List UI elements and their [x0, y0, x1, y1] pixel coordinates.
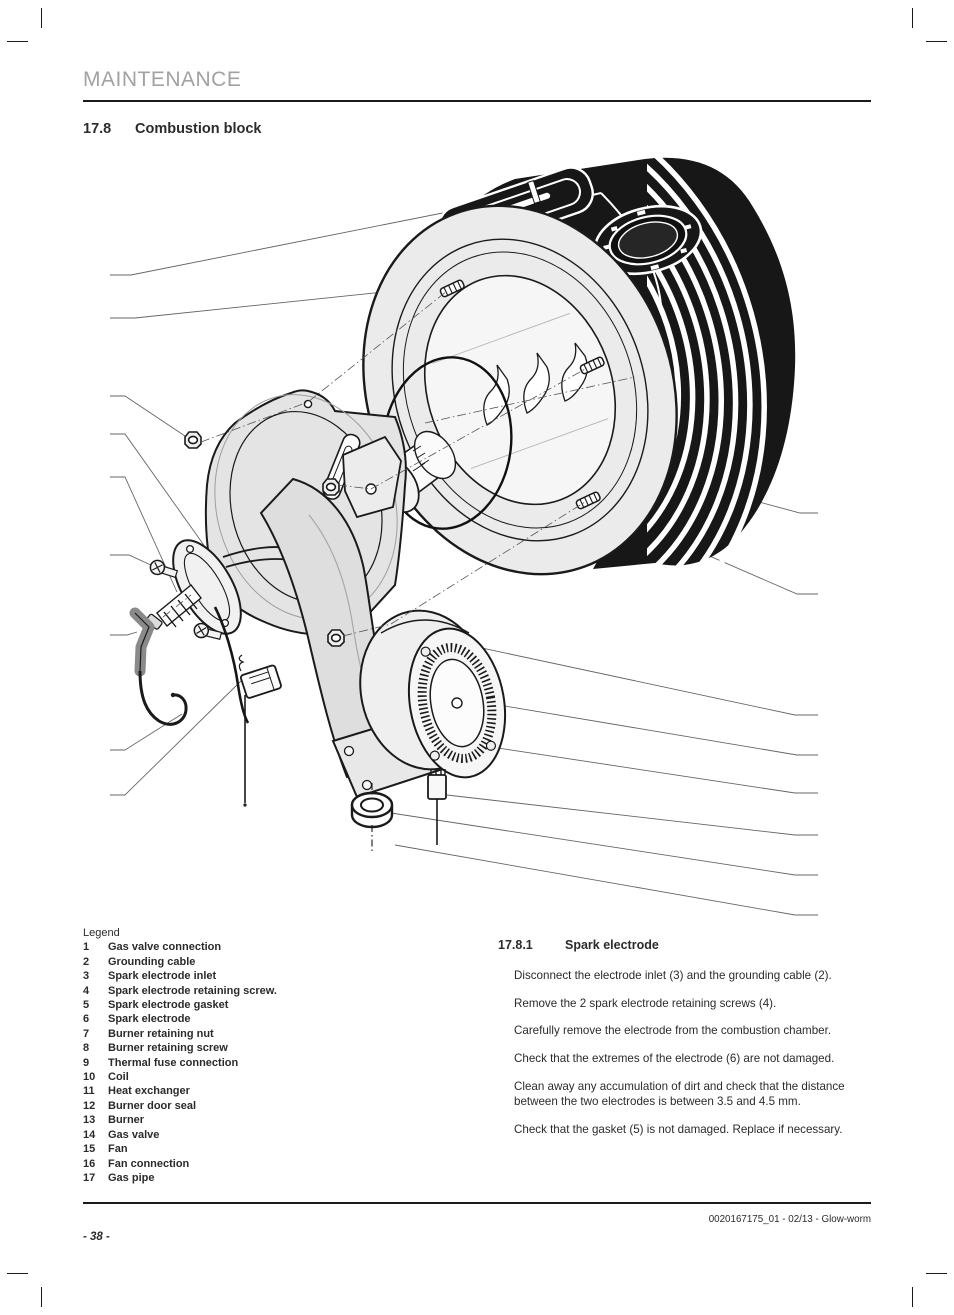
legend-item: 10 Coil — [83, 1070, 277, 1084]
legend-item: 6 Spark electrode — [83, 1012, 277, 1026]
electrode-insulator — [156, 583, 202, 628]
legend-item-number: 17 — [83, 1171, 96, 1184]
legend-item: 12 Burner door seal — [83, 1099, 277, 1113]
legend-item-number: 12 — [83, 1099, 96, 1112]
legend-title: Legend — [83, 927, 120, 939]
page-header-title: MAINTENANCE — [83, 68, 242, 91]
legend-item: 11 Heat exchanger — [83, 1084, 277, 1098]
subsection-title: Spark electrode — [565, 938, 659, 952]
legend-item-number: 2 — [83, 955, 90, 968]
legend-item-label: Spark electrode — [108, 1013, 191, 1026]
legend: Legend 1 Gas valve connection 2 Groundin… — [83, 926, 277, 1185]
instruction-paragraph: Disconnect the electrode inlet (3) and t… — [514, 969, 832, 982]
instruction-paragraph: Carefully remove the electrode from the … — [514, 1024, 832, 1038]
legend-item-number: 13 — [83, 1114, 96, 1127]
crop-mark-top-left-v — [41, 8, 42, 28]
legend-item: 2 Grounding cable — [83, 955, 277, 969]
footer-rule — [83, 1202, 871, 1204]
page-number: - 38 - — [83, 1231, 110, 1243]
legend-item-label: Gas pipe — [108, 1171, 155, 1184]
legend-item: 7 Burner retaining nut — [83, 1027, 277, 1041]
crop-mark-bottom-left-h — [7, 1273, 28, 1274]
legend-item-number: 10 — [83, 1071, 96, 1084]
legend-item-label: Spark electrode gasket — [108, 999, 229, 1012]
crop-mark-bottom-right-v — [912, 1287, 913, 1307]
legend-item-label: Heat exchanger — [108, 1085, 190, 1098]
crop-mark-top-right-h — [926, 41, 947, 42]
legend-item-label: Spark electrode retaining screw. — [108, 984, 277, 997]
legend-item: 3 Spark electrode inlet — [83, 969, 277, 983]
legend-item-number: 3 — [83, 970, 90, 983]
bracket — [342, 435, 402, 519]
fan-connection — [427, 769, 447, 845]
legend-item-label: Gas valve connection — [108, 941, 222, 954]
legend-item-label: Spark electrode inlet — [108, 970, 217, 983]
legend-item-label: Burner retaining screw — [108, 1042, 228, 1055]
cover-pin — [527, 179, 541, 205]
crop-mark-bottom-left-v — [41, 1287, 42, 1307]
legend-item: 4 Spark electrode retaining screw. — [83, 984, 277, 998]
ignition-cable — [129, 607, 188, 726]
legend-item: 17 Gas pipe — [83, 1171, 277, 1185]
instruction-paragraph: Check that the extremes of the electrode… — [514, 1052, 835, 1066]
legend-item-label: Fan connection — [108, 1157, 190, 1170]
assembly-axes — [162, 290, 588, 637]
thermal-fuse-connection — [238, 654, 282, 807]
legend-item-number: 1 — [83, 941, 90, 954]
instruction-paragraph: Clean away any accumulation of dirt and … — [514, 1079, 845, 1109]
legend-item-number: 15 — [83, 1143, 96, 1156]
legend-item: 16 Fan connection — [83, 1157, 277, 1171]
legend-item-label: Burner — [108, 1114, 145, 1127]
instruction-paragraph: Check that the gasket (5) is not damaged… — [514, 1122, 843, 1136]
combustion-chamber — [362, 204, 678, 576]
legend-item-label: Grounding cable — [108, 955, 196, 968]
legend-item-number: 16 — [83, 1157, 96, 1170]
legend-item-number: 5 — [83, 999, 90, 1012]
chamber-baffles — [483, 342, 588, 426]
document-reference: 0020167175_01 - 02/13 - Glow-worm — [708, 1214, 871, 1225]
section-title: Combustion block — [135, 121, 262, 137]
legend-item-label: Burner retaining nut — [108, 1027, 214, 1040]
legend-item: 9 Thermal fuse connection — [83, 1056, 277, 1070]
fan — [359, 609, 507, 779]
instruction-paragraph: Remove the 2 spark electrode retaining s… — [514, 996, 777, 1010]
legend-item-number: 6 — [83, 1013, 90, 1026]
section-heading: 17.8 Combustion block — [83, 121, 261, 137]
crop-mark-top-left-h — [7, 41, 28, 42]
legend-item-number: 11 — [83, 1085, 95, 1098]
combustion-block-figure — [110, 155, 818, 916]
legend-item: 1 Gas valve connection — [83, 940, 277, 954]
header-rule — [83, 100, 871, 102]
legend-item-number: 9 — [83, 1056, 90, 1069]
legend-item-number: 7 — [83, 1027, 90, 1040]
subsection-heading: 17.8.1 Spark electrode — [498, 938, 659, 952]
legend-item-number: 4 — [83, 984, 90, 997]
legend-item: 15 Fan — [83, 1142, 277, 1156]
crop-mark-bottom-right-h — [926, 1273, 947, 1274]
callout-lines-left — [110, 192, 544, 796]
legend-item-number: 14 — [83, 1128, 96, 1141]
legend-item: 13 Burner — [83, 1113, 277, 1127]
legend-item-label: Fan — [108, 1143, 128, 1156]
legend-item-number: 8 — [83, 1042, 90, 1055]
flue-collar — [593, 205, 703, 275]
legend-list: 1 Gas valve connection 2 Grounding cable… — [83, 940, 277, 1185]
flange-studs — [439, 279, 605, 510]
legend-item-label: Coil — [108, 1071, 129, 1084]
subsection-number: 17.8.1 — [498, 938, 533, 952]
electrode-retaining-screws — [149, 559, 223, 640]
gas-valve-grommet — [350, 783, 394, 851]
legend-item-label: Gas valve — [108, 1128, 160, 1141]
crop-mark-top-right-v — [912, 8, 913, 28]
section-number: 17.8 — [83, 121, 112, 137]
heat-exchanger — [362, 155, 796, 576]
instruction-steps: Disconnect the electrode inlet (3) and t… — [514, 968, 874, 1149]
legend-item: 5 Spark electrode gasket — [83, 998, 277, 1012]
burner-retaining-nuts — [184, 431, 345, 647]
legend-item-label: Burner door seal — [108, 1099, 197, 1112]
legend-item: 8 Burner retaining screw — [83, 1041, 277, 1055]
legend-item-label: Thermal fuse connection — [108, 1056, 239, 1069]
legend-item: 14 Gas valve — [83, 1128, 277, 1142]
